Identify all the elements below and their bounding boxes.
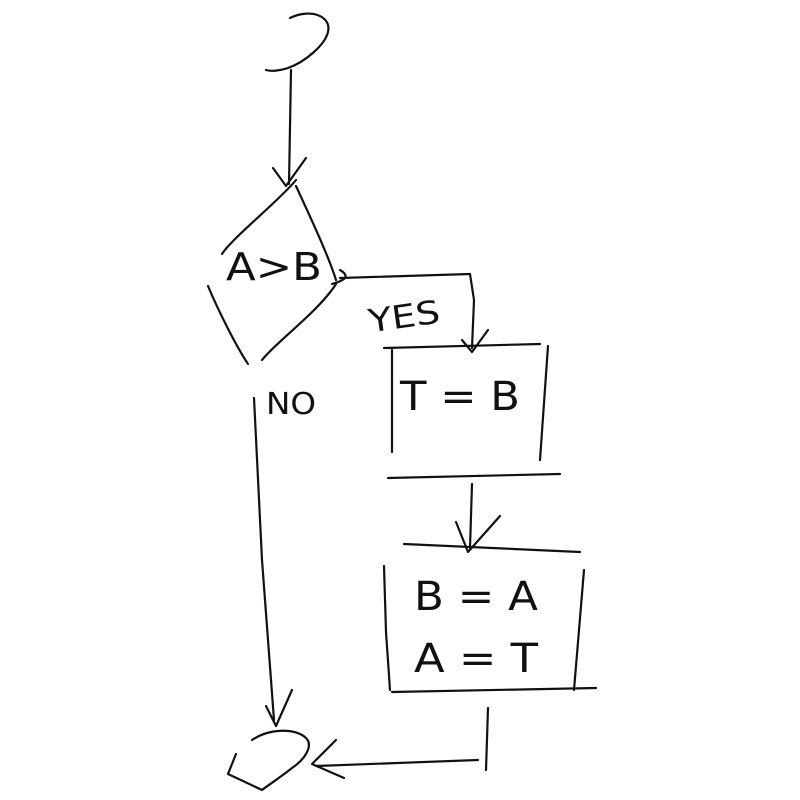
yes-branch: YES <box>330 268 490 354</box>
arrow-start-to-decision <box>271 68 308 188</box>
arrow-process2-to-end <box>310 706 490 780</box>
process-box-1: T = B <box>382 342 562 480</box>
start-terminal <box>264 12 330 72</box>
end-terminal <box>226 729 310 792</box>
process-2-line1: B = A <box>414 574 539 620</box>
arrow-process1-to-process2 <box>454 482 502 554</box>
no-branch: NO <box>252 387 316 728</box>
process-box-2: B = A A = T <box>382 542 598 694</box>
yes-label: YES <box>365 293 443 341</box>
decision-diamond: A>B <box>206 178 338 366</box>
process-2-line2: A = T <box>414 636 539 682</box>
process-1-text: T = B <box>399 374 520 420</box>
decision-condition: A>B <box>226 245 322 289</box>
no-label: NO <box>266 387 316 422</box>
